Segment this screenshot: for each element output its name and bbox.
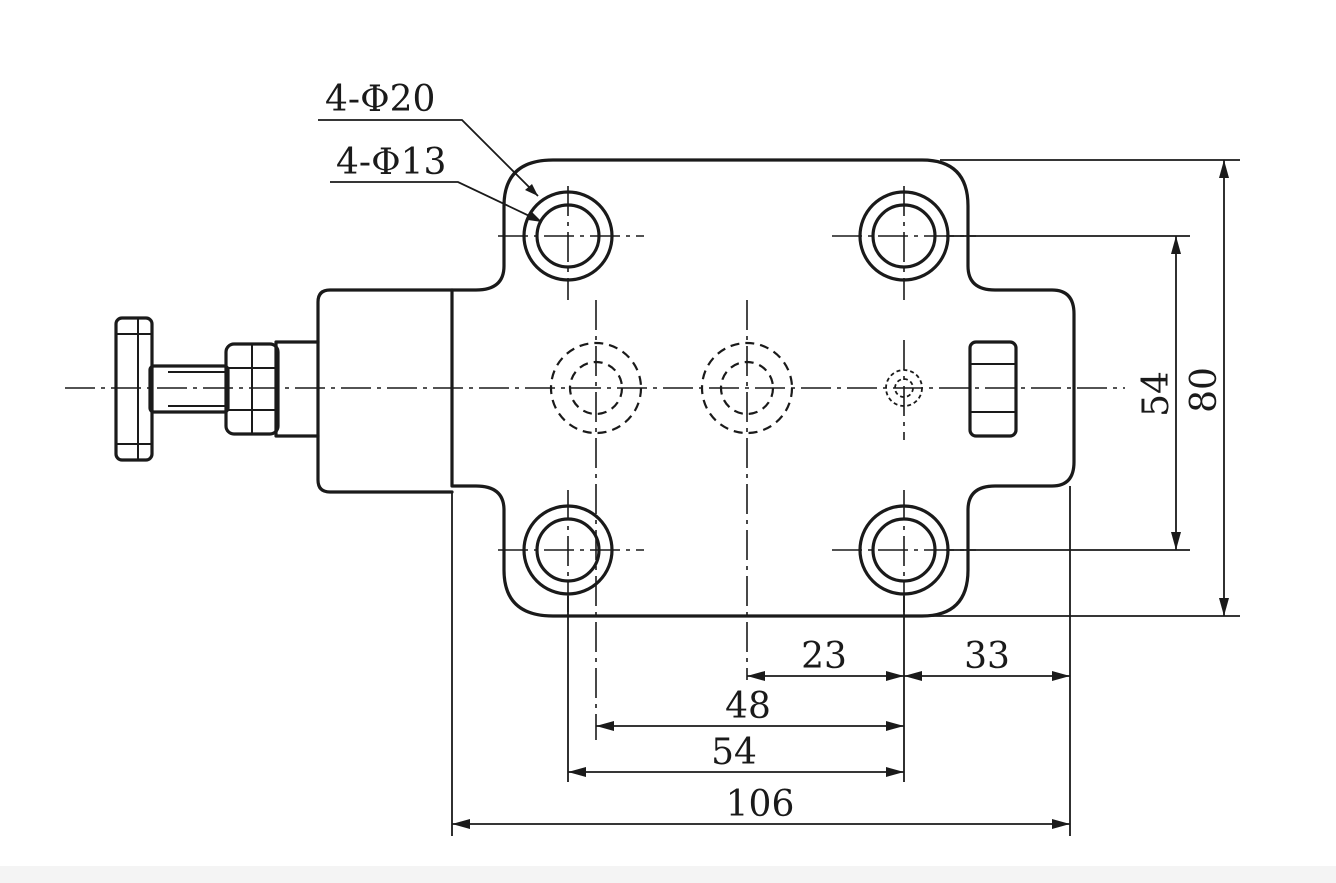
- callout-inner-holes: 4-Φ13: [336, 142, 446, 183]
- valve-body: [450, 158, 1076, 618]
- mounting-hole-top-left: [522, 190, 614, 282]
- dimension-23: 23: [801, 636, 847, 677]
- bottom-strip: [0, 866, 1336, 883]
- leader-lines: [318, 119, 543, 223]
- callout-outer-holes: 4-Φ20: [325, 79, 435, 120]
- mounting-hole-bottom-left: [522, 504, 614, 596]
- dimension-48: 48: [725, 686, 771, 727]
- hidden-port-t: [700, 341, 794, 435]
- hidden-port-p: [549, 341, 643, 435]
- right-plug-nut: [968, 340, 1018, 438]
- adjusting-stem: [148, 364, 230, 414]
- dimension-54-horizontal: 54: [711, 732, 757, 773]
- dimension-80: 80: [1184, 367, 1225, 413]
- center-lines: [65, 186, 1125, 740]
- dimension-33: 33: [964, 636, 1010, 677]
- hidden-pilot-port: [885, 369, 923, 407]
- adjustment-housing: [274, 288, 454, 494]
- handwheel: [114, 316, 154, 462]
- lock-nut: [224, 342, 280, 436]
- dimension-54-vertical: 54: [1136, 371, 1177, 417]
- dimension-lines: [452, 160, 1229, 829]
- extension-lines: [451, 159, 1240, 836]
- dimension-106: 106: [726, 784, 795, 825]
